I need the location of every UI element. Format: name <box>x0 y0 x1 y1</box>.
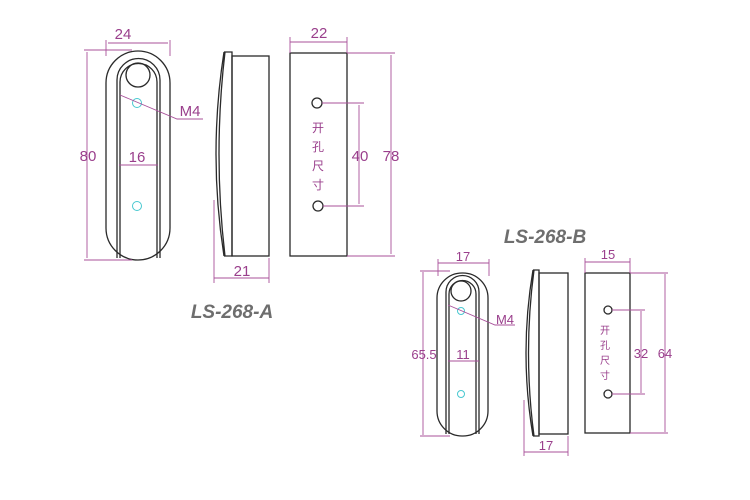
dim-a-depth: 21 <box>234 263 251 280</box>
cutout-note-char: 开 <box>600 326 610 337</box>
dim-b-depth: 17 <box>539 438 553 453</box>
cutout-note-char: 寸 <box>600 369 610 382</box>
dim-b-front-width: 17 <box>456 249 470 264</box>
cutout-note-char: 孔 <box>600 340 610 352</box>
model-b-back-view: 15 32 64 开 孔 尺 寸 <box>584 247 672 434</box>
dim-b-front-height: 65.5 <box>411 347 436 362</box>
screw-hole-icon <box>457 307 465 315</box>
dim-b-thread: M4 <box>496 312 514 327</box>
screw-hole-icon <box>457 390 465 398</box>
dim-b-back-width: 15 <box>601 247 615 262</box>
dim-b-hole-spacing: 32 <box>634 346 648 361</box>
mounting-hole-icon <box>603 389 613 399</box>
screw-hole-icon <box>132 98 142 108</box>
mounting-hole-icon <box>312 200 324 212</box>
dim-a-thread: M4 <box>180 103 201 120</box>
dim-b-back-height: 64 <box>658 346 672 361</box>
cutout-note-char: 孔 <box>312 140 324 154</box>
dim-a-hole-spacing: 40 <box>352 148 369 165</box>
dim-a-back-width: 22 <box>311 25 328 42</box>
model-b-side-view: 17 <box>523 269 569 456</box>
dim-a-back-height: 78 <box>383 148 400 165</box>
dim-b-inner-width: 11 <box>456 347 470 362</box>
dim-a-front-width: 24 <box>115 26 132 43</box>
model-a-front-view: 24 80 16 M4 <box>80 26 203 261</box>
model-a-side-view: 21 <box>213 51 270 283</box>
cutout-note-char: 尺 <box>600 355 610 367</box>
mounting-hole-icon <box>603 305 613 315</box>
dim-a-front-height: 80 <box>80 148 97 165</box>
model-a-back-view: 22 40 78 开 孔 尺 寸 <box>289 25 400 257</box>
model-b-label: LS-268-B <box>504 227 587 248</box>
model-b-front-view: 17 65.5 11 M4 <box>411 249 515 437</box>
keyhole-icon <box>125 62 151 88</box>
cutout-note-char: 尺 <box>312 159 324 173</box>
mounting-hole-icon <box>311 97 323 109</box>
dim-a-inner-width: 16 <box>129 149 146 166</box>
cutout-note-char: 寸 <box>312 178 324 192</box>
screw-hole-icon <box>132 201 142 211</box>
keyhole-icon <box>450 280 472 302</box>
cutout-note-char: 开 <box>312 121 324 135</box>
model-a-label: LS-268-A <box>191 302 273 323</box>
